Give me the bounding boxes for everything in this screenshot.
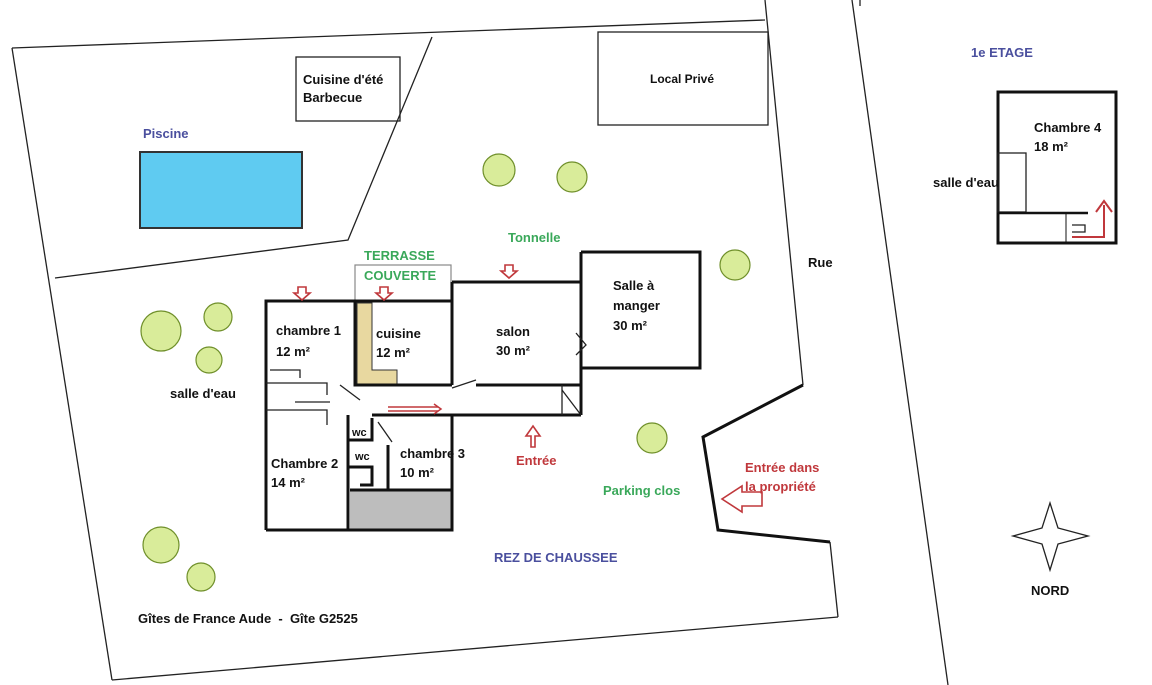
- wc2-label: wc: [354, 451, 370, 463]
- salon-area: 30 m²: [496, 343, 531, 358]
- pool: [139, 151, 303, 229]
- chambre2-area: 14 m²: [271, 475, 306, 490]
- first-floor-plan: [996, 90, 1118, 245]
- entrance-arrow-icon: [524, 424, 542, 448]
- salle-manger-name: Salle à: [613, 278, 655, 293]
- tree-icon: [556, 161, 588, 193]
- barbecue-label: Barbecue: [303, 90, 362, 105]
- door-arrow-icon: [291, 286, 313, 302]
- ground-floor-house: [264, 250, 702, 532]
- chambre3-area: 10 m²: [400, 465, 435, 480]
- chambre4-area: 18 m²: [1034, 139, 1069, 154]
- north-label: NORD: [1031, 583, 1069, 598]
- summer-kitchen-label: Cuisine d'été: [303, 72, 383, 87]
- cuisine-area: 12 m²: [376, 345, 411, 360]
- chambre3-name: chambre 3: [400, 446, 465, 461]
- door-arrow-icon: [498, 264, 520, 280]
- private-area-label: Local Privé: [650, 72, 714, 86]
- compass-star-icon: [1010, 500, 1091, 573]
- stairs-arrow-icon: [388, 403, 443, 415]
- property-entrance-arrow-icon: [720, 484, 763, 514]
- tree-icon: [203, 302, 233, 332]
- parking-label: Parking clos: [603, 483, 680, 498]
- summer-kitchen: [295, 56, 401, 122]
- door-arrow-icon: [373, 286, 395, 302]
- salle-eau-2-label: salle d'eau: [933, 175, 999, 190]
- chambre4-name: Chambre 4: [1034, 120, 1102, 135]
- salle-eau-label: salle d'eau: [170, 386, 236, 401]
- tree-icon: [482, 153, 516, 187]
- tree-icon: [140, 310, 182, 352]
- terrace-label: TERRASSE: [364, 248, 435, 263]
- street-label: Rue: [808, 255, 833, 270]
- tree-icon: [142, 526, 180, 564]
- arbor-label: Tonnelle: [508, 230, 560, 245]
- property-entrance-label-2: la propriété: [745, 479, 816, 494]
- tree-icon: [636, 422, 668, 454]
- first-floor-label: 1e ETAGE: [971, 45, 1033, 60]
- chambre1-area: 12 m²: [276, 344, 311, 359]
- entrance-label: Entrée: [516, 453, 556, 468]
- pool-label: Piscine: [143, 126, 189, 141]
- ground-floor-label: REZ DE CHAUSSEE: [494, 550, 618, 565]
- wc1-label: wc: [351, 427, 367, 439]
- gite-title: Gîtes de France Aude - Gîte G2525: [138, 611, 358, 626]
- tree-icon: [186, 562, 216, 592]
- trees: [140, 153, 751, 592]
- salle-manger-name-2: manger: [613, 298, 660, 313]
- property-boundary: [11, 0, 949, 685]
- salle-manger-area: 30 m²: [613, 318, 648, 333]
- salon-name: salon: [496, 324, 530, 339]
- private-area: [597, 31, 769, 126]
- tree-icon: [719, 249, 751, 281]
- chambre2-name: Chambre 2: [271, 456, 338, 471]
- terrace-label-2: COUVERTE: [364, 268, 437, 283]
- cuisine-name: cuisine: [376, 326, 421, 341]
- tree-icon: [195, 346, 223, 374]
- property-entrance-label: Entrée dans: [745, 460, 819, 475]
- chambre1-name: chambre 1: [276, 323, 341, 338]
